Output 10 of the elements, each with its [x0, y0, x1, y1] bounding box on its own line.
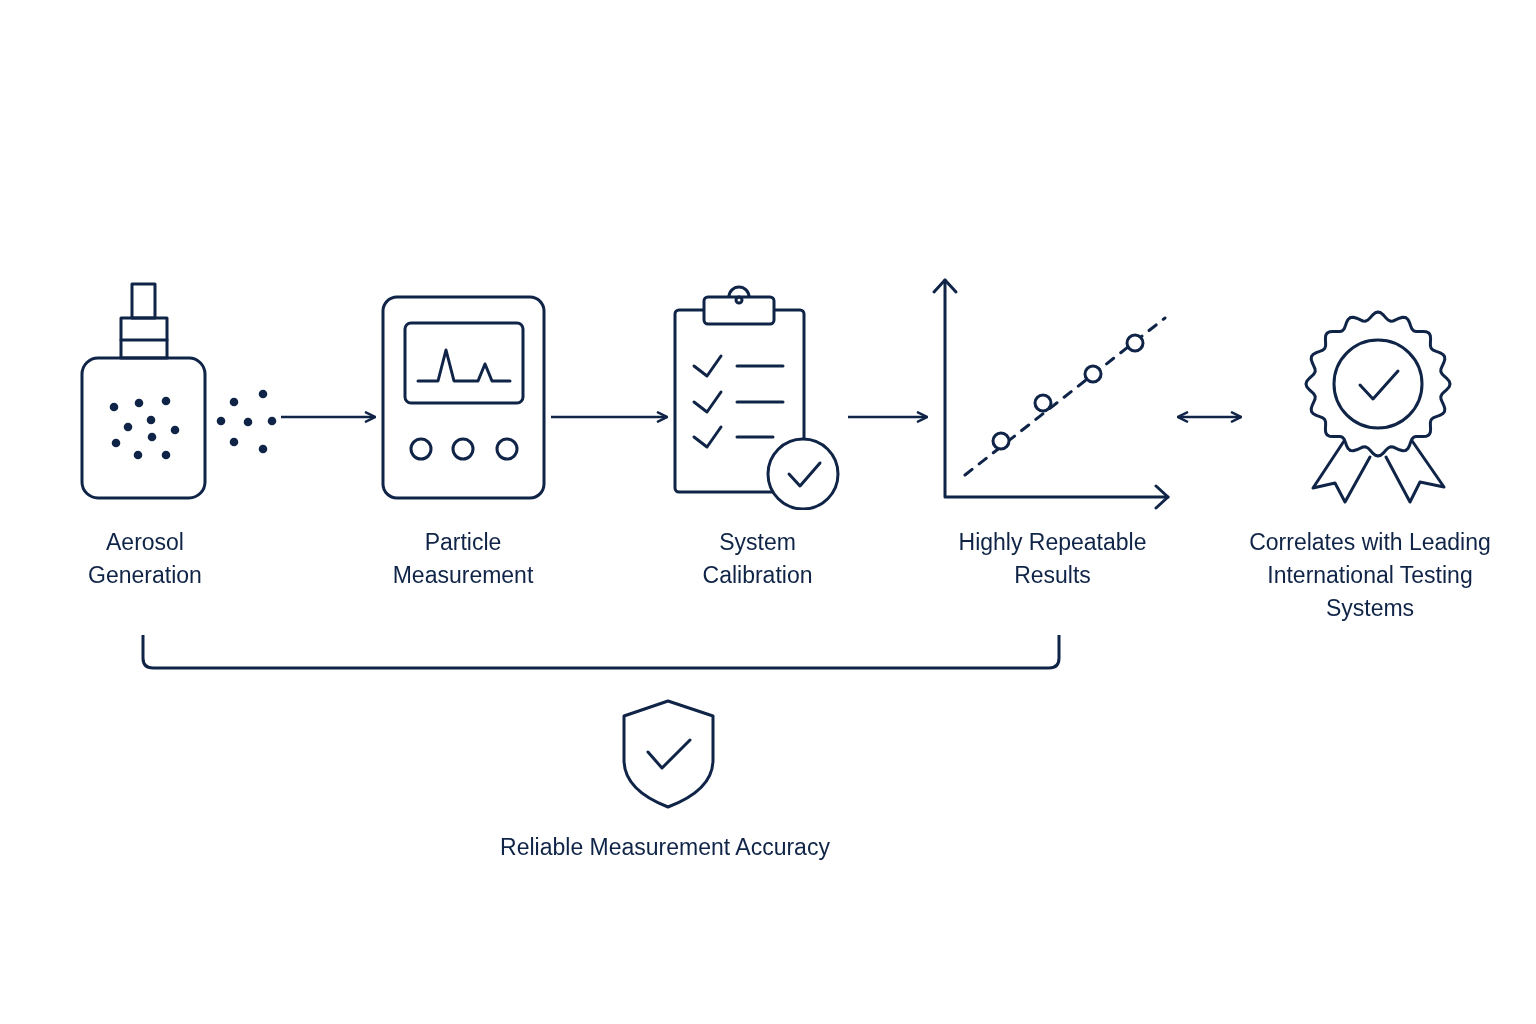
step-label: Aerosol Generation — [87, 528, 203, 590]
arrow — [1176, 410, 1243, 424]
arrow — [848, 410, 929, 424]
arrow — [281, 410, 377, 424]
step-label: Reliable Measurement Accuracy — [499, 833, 831, 862]
step-label: Highly Repeatable Results — [957, 528, 1148, 590]
step-label: Particle Measurement — [391, 528, 535, 590]
arrow — [551, 410, 669, 424]
step-label: System Calibration — [701, 528, 814, 590]
step-label: Correlates with Leading International Testing Systems — [1248, 528, 1492, 623]
